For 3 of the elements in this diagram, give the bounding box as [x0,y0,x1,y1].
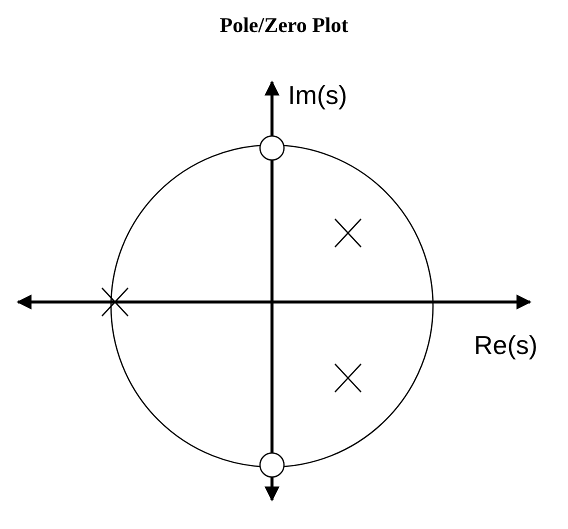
plot-title: Pole/Zero Plot [220,12,348,39]
axis-label: Re(s) [474,332,538,358]
axis-label: Im(s) [288,82,348,108]
